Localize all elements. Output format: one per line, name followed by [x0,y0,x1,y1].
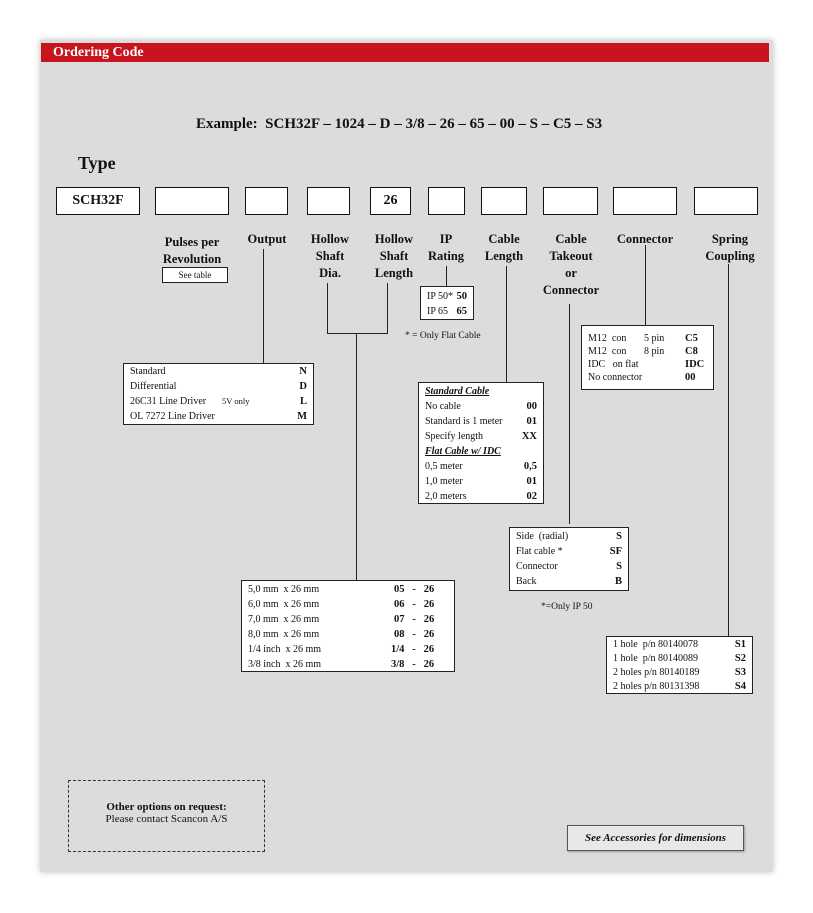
line-shaft-down [356,333,357,581]
code-box-ip [428,187,465,215]
line-connector [645,245,646,325]
label-cable-1: Cable [488,232,520,246]
label-hollow-dia-1: Hollow [310,232,350,246]
line-dia [327,283,328,333]
other-options-text: Please contact Scancon A/S [105,813,228,825]
label-takeout-2: Takeout [549,249,593,263]
label-spring: Spring Coupling [694,231,766,265]
label-hollow-len-2: Shaft [379,249,409,263]
label-spring-1: Spring [711,232,749,246]
section-header: Ordering Code [41,43,769,62]
ip-row: IP 50*50 [427,291,467,302]
section-title: Ordering Code [53,45,144,60]
line-length [387,283,388,333]
cable-standard-title: Standard Cable [425,386,490,397]
line-shaft-join [327,333,388,334]
line-cable [506,266,507,382]
label-hollow-dia-2: Shaft [315,249,345,263]
label-takeout: Cable Takeout or Connector [536,231,606,299]
code-box-connector [613,187,677,215]
code-box-spring [694,187,758,215]
label-ip-1: IP [439,232,453,246]
code-box-cable [481,187,527,215]
cable-flat-title: Flat Cable w/ IDC [425,446,501,457]
line-spring [728,264,729,636]
label-hollow-dia: Hollow Shaft Dia. [300,231,360,282]
label-takeout-4: Connector [542,283,600,297]
example-code: Example: SCH32F – 1024 – D – 3/8 – 26 – … [196,116,603,132]
label-cable: Cable Length [476,231,532,265]
code-box-takeout [543,187,598,215]
takeout-note: *=Only IP 50 [541,602,593,612]
see-table-box: See table [162,267,228,283]
takeout-row: Flat cable *SF [516,546,622,557]
label-cable-2: Length [484,249,524,263]
label-pulses: Pulses per Revolution [162,235,222,266]
label-takeout-1: Cable [555,232,587,246]
label-takeout-3: or [565,266,577,280]
line-ip [446,266,447,286]
see-accessories-button[interactable]: See Accessories for dimensions [567,825,744,851]
takeout-row: Side (radial)S [516,531,622,542]
label-connector: Connector [616,232,674,246]
label-hollow-len-1: Hollow [374,232,414,246]
label-hollow-dia-3: Dia. [319,266,341,280]
label-ip: IP Rating [423,231,469,265]
label-hollow-len-3: Length [374,266,414,280]
label-ip-2: Rating [427,249,465,263]
ordering-code-sheet [40,40,773,872]
code-box-output [245,187,288,215]
code-box-pulses [155,187,229,215]
type-label: Type [78,153,116,173]
code-box-shaft-length: 26 [370,187,411,215]
label-spring-2: Coupling [705,249,755,263]
ip-note: * = Only Flat Cable [405,331,481,341]
other-options-title: Other options on request: [106,801,227,813]
line-takeout [569,304,570,524]
label-hollow-len: Hollow Shaft Length [364,231,424,282]
label-output: Output [247,232,287,246]
code-box-type: SCH32F [56,187,140,215]
line-output [263,249,264,363]
other-options-box: Other options on request: Please contact… [68,780,265,852]
code-box-shaft-dia [307,187,350,215]
